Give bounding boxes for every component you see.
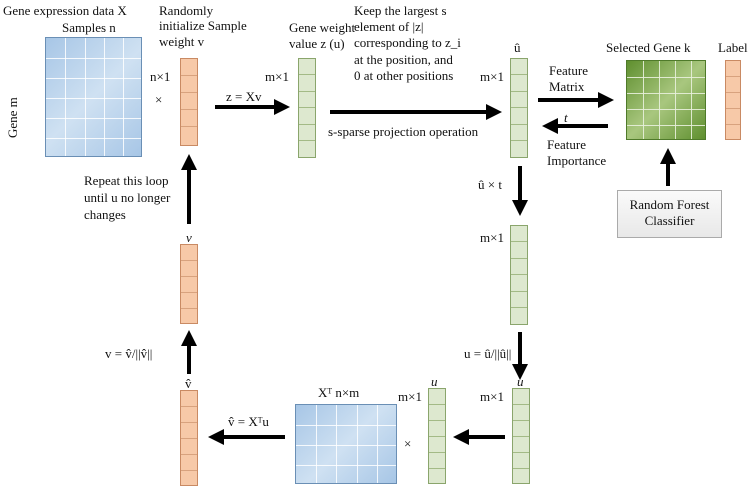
times-top-symbol: × xyxy=(155,92,163,107)
times-bottom-symbol: × xyxy=(404,436,412,451)
rf-label-2: Classifier xyxy=(644,213,695,228)
gene-weight-label-1: Gene weight xyxy=(289,20,356,35)
gene-expression-title: Gene expression data X xyxy=(3,3,127,18)
u-hat-vector-top xyxy=(510,58,528,158)
u-hat-top-label: û xyxy=(514,40,521,55)
xt-matrix-label: Xᵀ n×m xyxy=(318,385,360,400)
repeat-loop-label-2: until u no longer xyxy=(84,190,171,205)
samples-label: Samples n xyxy=(62,20,116,35)
m-by-1-mid-label: m×1 xyxy=(480,230,504,245)
repeat-loop-label-3: changes xyxy=(84,207,126,222)
v-normalize-equation: v = v̂/||v̂|| xyxy=(105,346,153,361)
feature-matrix-label-2: Matrix xyxy=(549,79,585,94)
random-forest-classifier: Random Forest Classifier xyxy=(617,190,722,238)
u-bottom-right-label: u xyxy=(517,374,524,389)
u-vector-bottom-right xyxy=(512,388,530,484)
z-vector xyxy=(298,58,316,158)
u-vector-bottom-left xyxy=(428,388,446,484)
u-bottom-left-label: u xyxy=(431,374,438,389)
v-label: v xyxy=(186,230,192,245)
random-init-label-1: Randomly xyxy=(159,3,214,18)
selected-gene-matrix xyxy=(626,60,706,140)
label-title: Label xyxy=(718,40,748,55)
z-equation: z = Xv xyxy=(226,89,262,104)
v-hat-equation: v̂ = Xᵀu xyxy=(228,414,269,429)
v-hat-vector xyxy=(180,390,198,486)
keep-largest-5: 0 at other positions xyxy=(354,68,454,83)
m-by-1-bottom-right-label: m×1 xyxy=(480,389,504,404)
feature-matrix-label-1: Feature xyxy=(549,63,588,78)
random-init-label-2: initialize Sample xyxy=(159,18,247,33)
keep-largest-4: at the position, and xyxy=(354,52,453,67)
feature-importance-label-1: Feature xyxy=(547,137,586,152)
gene-expression-matrix xyxy=(45,37,142,157)
rf-label-1: Random Forest xyxy=(629,197,710,212)
random-init-label-3: weight v xyxy=(159,34,205,49)
feature-importance-label-2: Importance xyxy=(547,153,607,168)
keep-largest-3: corresponding to z_i xyxy=(354,35,461,50)
u-hat-times-t-label: û × t xyxy=(478,177,502,192)
xt-matrix xyxy=(295,404,397,484)
u-hat-t-vector xyxy=(510,225,528,325)
m-by-1-right-label: m×1 xyxy=(480,69,504,84)
v-vector xyxy=(180,244,198,324)
m-by-1-bottom-label: m×1 xyxy=(398,389,422,404)
t-label: t xyxy=(564,110,568,125)
keep-largest-1: Keep the largest s xyxy=(354,3,447,18)
repeat-loop-label-1: Repeat this loop xyxy=(84,173,169,188)
m-by-1-top-label: m×1 xyxy=(265,69,289,84)
u-normalize-equation: u = û/||û|| xyxy=(464,346,512,361)
sparse-projection-label: s-sparse projection operation xyxy=(328,124,479,139)
n-by-1-label: n×1 xyxy=(150,69,171,84)
v-init-vector xyxy=(180,58,198,146)
keep-largest-2: element of |z| xyxy=(354,19,424,34)
gene-weight-label-2: value z (u) xyxy=(289,36,345,51)
label-vector xyxy=(725,60,741,140)
v-hat-label: v̂ xyxy=(185,376,192,391)
selected-gene-label: Selected Gene k xyxy=(606,40,691,55)
